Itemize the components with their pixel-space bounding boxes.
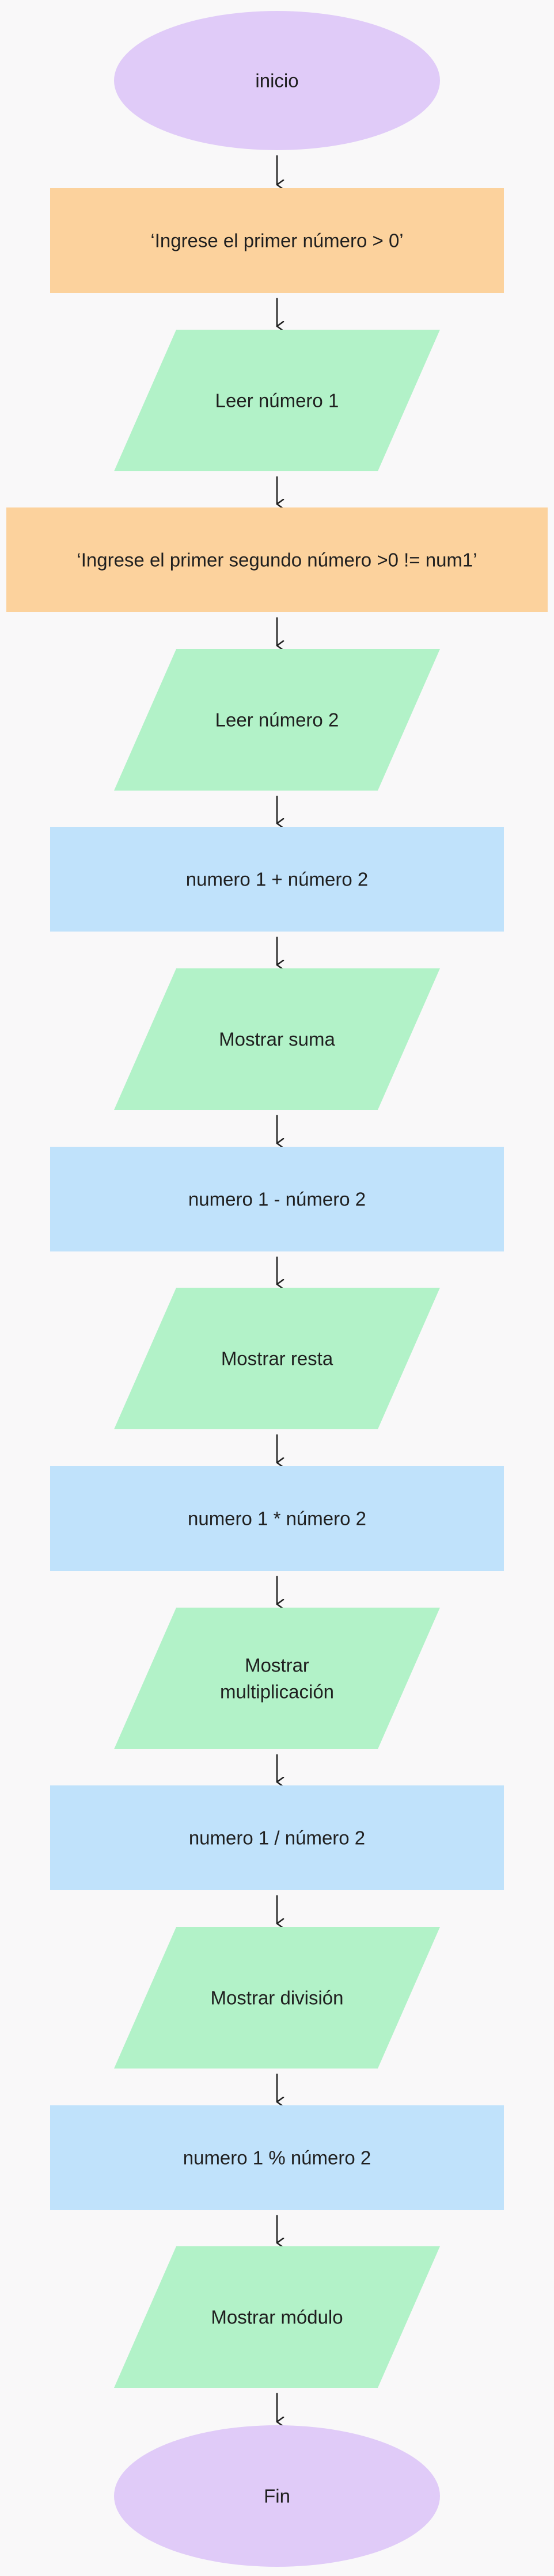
node-label: Fin xyxy=(264,2486,290,2507)
node-mul: numero 1 * número 2 xyxy=(50,1466,504,1571)
node-end: Fin xyxy=(114,2425,440,2567)
node-mod: numero 1 % número 2 xyxy=(50,2105,504,2210)
node-label: numero 1 + número 2 xyxy=(186,869,368,890)
node-label: numero 1 * número 2 xyxy=(188,1508,366,1529)
io-parallelogram xyxy=(114,1927,440,2069)
node-label: multiplicación xyxy=(220,1681,334,1703)
node-label: Mostrar división xyxy=(210,1987,343,2009)
io-parallelogram xyxy=(114,330,440,471)
terminal-ellipse xyxy=(114,2425,440,2567)
io-parallelogram xyxy=(114,2246,440,2388)
node-label: Mostrar xyxy=(245,1655,309,1676)
node-label: Mostrar suma xyxy=(219,1029,335,1050)
node-prompt-1: ‘Ingrese el primer número > 0’ xyxy=(50,188,504,293)
process-box xyxy=(50,1147,504,1251)
node-label: numero 1 - número 2 xyxy=(188,1189,366,1210)
process-box xyxy=(50,2105,504,2210)
terminal-ellipse xyxy=(114,11,440,150)
node-div: numero 1 / número 2 xyxy=(50,1785,504,1890)
node-label: numero 1 % número 2 xyxy=(183,2147,371,2169)
node-prompt-2: ‘Ingrese el primer segundo número >0 != … xyxy=(6,507,548,612)
node-start: inicio xyxy=(114,11,440,150)
node-show-mul: Mostrar multiplicación xyxy=(114,1608,440,1749)
node-read-1: Leer número 1 xyxy=(114,330,440,471)
io-parallelogram xyxy=(114,968,440,1110)
process-box xyxy=(50,827,504,932)
io-parallelogram xyxy=(114,649,440,791)
node-label: Mostrar módulo xyxy=(211,2307,343,2328)
node-show-sum: Mostrar suma xyxy=(114,968,440,1110)
node-label: inicio xyxy=(255,70,298,91)
node-show-div: Mostrar división xyxy=(114,1927,440,2069)
process-box xyxy=(50,1785,504,1890)
node-show-sub: Mostrar resta xyxy=(114,1288,440,1429)
node-label: Leer número 2 xyxy=(215,709,339,731)
node-sub: numero 1 - número 2 xyxy=(50,1147,504,1251)
node-label: ‘Ingrese el primer segundo número >0 != … xyxy=(77,549,477,571)
io-parallelogram xyxy=(114,1608,440,1749)
node-show-mod: Mostrar módulo xyxy=(114,2246,440,2388)
message-box xyxy=(6,507,548,612)
node-label: Leer número 1 xyxy=(215,390,339,411)
node-label: numero 1 / número 2 xyxy=(189,1827,365,1849)
node-sum: numero 1 + número 2 xyxy=(50,827,504,932)
node-read-2: Leer número 2 xyxy=(114,649,440,791)
message-box xyxy=(50,188,504,293)
io-parallelogram xyxy=(114,1288,440,1429)
process-box xyxy=(50,1466,504,1571)
node-label: Mostrar resta xyxy=(221,1348,333,1369)
node-label: ‘Ingrese el primer número > 0’ xyxy=(150,230,403,251)
